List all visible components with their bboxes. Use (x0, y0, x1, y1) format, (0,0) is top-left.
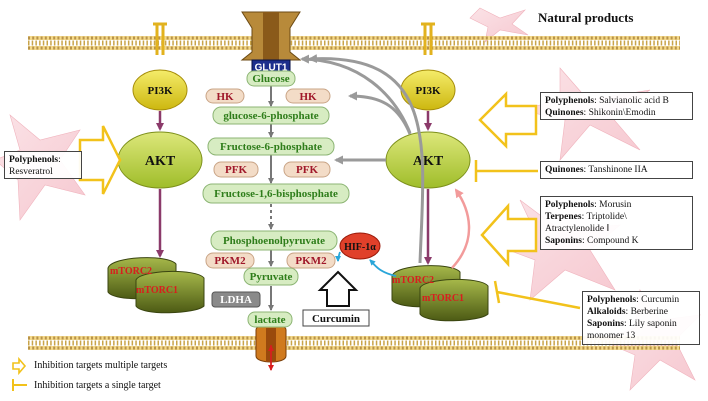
hk-right-label: HK (299, 91, 317, 103)
legend-hollow-arrow-icon (12, 356, 27, 376)
legend-single: Inhibition targets a single target (34, 380, 161, 391)
right-receptor (421, 22, 435, 55)
curcumin-arrow (317, 270, 359, 307)
left-akt-label: AKT (145, 154, 176, 169)
pep-label: Phosphoenolpyruvate (223, 235, 325, 247)
left-pi3k-label: PI3K (147, 85, 173, 97)
right-akt-label: AKT (413, 154, 444, 169)
metabolite-pyruvate: Pyruvate (243, 267, 299, 286)
salvianolic-text-0: Salvianolic acid B (599, 96, 669, 106)
morusin-text-3: Compound K (587, 236, 639, 246)
pkm2-right-label: PKM2 (295, 255, 327, 267)
curcumin-text-2: Lily saponin (629, 319, 677, 329)
morusin-class-0: Polyphenols (545, 200, 595, 210)
resveratrol-class: Polyphenols (9, 155, 59, 165)
curcumin-box: Polyphenols: Curcumin Alkaloids: Berberi… (582, 291, 700, 345)
salvianolic-class-0: Polyphenols (545, 96, 595, 106)
left-pi3k (132, 69, 188, 111)
morusin-box: Polyphenols: Morusin Terpenes: Triptolid… (540, 196, 693, 250)
curcumin-class-1: Alkaloids (587, 307, 626, 317)
pfk-left-label: PFK (225, 164, 247, 176)
legend-multiple: Inhibition targets multiple targets (34, 360, 168, 371)
metabolite-pep: Phosphoenolpyruvate (210, 230, 338, 251)
pyruvate-label: Pyruvate (250, 271, 293, 283)
resveratrol-box: Polyphenols: Resveratrol (4, 151, 82, 179)
enzyme-pfk-right: PFK (283, 161, 331, 178)
metabolite-g6p: glucose-6-phosphate (212, 106, 330, 125)
pfk-right-label: PFK (296, 164, 318, 176)
metabolite-f6p: Fructose-6-phosphate (207, 137, 335, 156)
morusin-class-1: Terpenes (545, 212, 582, 222)
enzyme-hk-left: HK (205, 88, 245, 104)
resveratrol-text: Resveratrol (9, 167, 53, 177)
ldha-label: LDHA (220, 294, 252, 306)
mct-transporter (255, 323, 287, 371)
hif1a-node (339, 232, 381, 260)
left-mtorc2-label: mTORC2 (110, 266, 152, 277)
glut1-label: GLUT1 (255, 63, 288, 74)
morusin-text-2: Atractylenolide Ⅰ (545, 224, 610, 234)
legend-tbar-icon (12, 379, 27, 391)
curcumin-text-1: Berberine (630, 307, 669, 317)
morusin-text-1: Triptolide\ (586, 212, 627, 222)
enzyme-hk-right: HK (285, 88, 331, 104)
right-mtorc2-label: mTORC2 (392, 275, 434, 286)
metabolite-f16bp: Fructose-1,6-bisphosphate (202, 183, 350, 204)
title: Natural products (538, 10, 633, 25)
curcumin-text-0: Curcumin (641, 295, 680, 305)
morusin-text-0: Morusin (599, 200, 632, 210)
salvianolic-text-1: Shikonin\Emodin (588, 108, 656, 118)
curcumin-class-2: Saponins (587, 319, 624, 329)
glut1-transporter (240, 11, 302, 74)
tanshinone-box: Quinones: Tanshinone IIA (540, 161, 693, 179)
left-mtorc1-label: mTORC1 (136, 285, 178, 296)
tanshinone-class: Quinones (545, 165, 584, 175)
activation-arrows (156, 111, 432, 265)
gray-regulation-arrows (300, 54, 425, 264)
enzyme-ldha: LDHA (211, 291, 261, 308)
morusin-class-3: Saponins (545, 236, 582, 246)
hif-to-pkm2-arrow (335, 251, 342, 262)
right-pi3k-label: PI3K (415, 85, 441, 97)
left-receptor (153, 22, 167, 55)
curcumin-class-0: Polyphenols (587, 295, 637, 305)
salvianolic-box: Polyphenols: Salvianolic acid B Quinones… (540, 92, 693, 120)
f16bp-label: Fructose-1,6-bisphosphate (214, 188, 338, 200)
pkm2-left-label: PKM2 (214, 255, 246, 267)
right-mtorc1-label: mTORC1 (422, 293, 464, 304)
glucose-label: Glucose (252, 73, 289, 85)
top-membrane (28, 36, 680, 50)
mtorc-to-hif-arrow (369, 259, 397, 277)
enzyme-pkm2-right: PKM2 (286, 252, 336, 269)
single-target-inhibitions (474, 160, 581, 310)
f6p-label: Fructose-6-phosphate (220, 141, 322, 153)
g6p-label: glucose-6-phosphate (223, 110, 318, 122)
metabolite-glucose: Glucose (246, 70, 296, 87)
bottom-membrane (28, 336, 680, 350)
tanshinone-text: Tanshinone IIA (588, 165, 648, 175)
metabolite-lactate: lactate (247, 311, 293, 328)
lactate-label: lactate (254, 314, 285, 326)
multi-target-inhibition-arrows (78, 90, 538, 268)
hif1a-label: HIF-1α (344, 242, 376, 253)
curcumin-label: Curcumin (312, 313, 360, 325)
curcumin-label-box (302, 309, 370, 327)
enzyme-pfk-left: PFK (213, 161, 259, 178)
left-mtorc-complex (107, 257, 205, 314)
right-mtorc-complex (391, 265, 489, 322)
enzyme-pkm2-left: PKM2 (205, 252, 255, 269)
curcumin-text-3: monomer 13 (587, 331, 636, 341)
salvianolic-class-1: Quinones (545, 108, 584, 118)
hk-left-label: HK (216, 91, 234, 103)
mtorc-to-akt-arrow (451, 188, 471, 269)
